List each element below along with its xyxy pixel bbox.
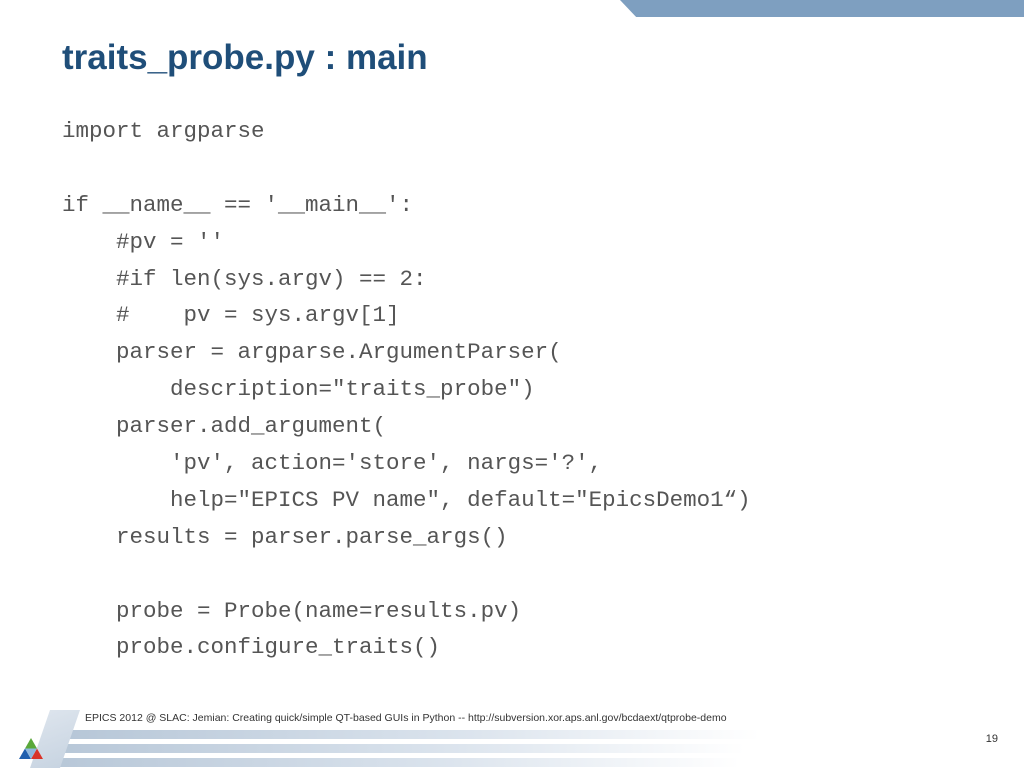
code-line: help="EPICS PV name", default="EpicsDemo… <box>62 486 751 513</box>
argonne-triangle-logo-icon <box>19 738 43 759</box>
logo-blue-segment <box>19 748 31 759</box>
code-line: description="traits_probe") <box>62 376 535 403</box>
code-line: 'pv', action='store', nargs='?', <box>62 450 603 477</box>
code-line <box>62 556 751 593</box>
logo-green-segment <box>25 738 37 749</box>
code-line <box>62 150 751 187</box>
logo-red-segment <box>31 748 43 759</box>
logo-center-segment <box>25 748 37 759</box>
footer-stripe <box>45 744 745 753</box>
footer-citation: EPICS 2012 @ SLAC: Jemian: Creating quic… <box>85 712 727 724</box>
code-line: #pv = '' <box>62 228 225 255</box>
code-line: probe = Probe(name=results.pv) <box>62 597 522 624</box>
slide-title: traits_probe.py : main <box>62 38 428 77</box>
code-line: import argparse <box>62 118 265 144</box>
code-block: import argparse if __name__ == '__main__… <box>62 113 751 666</box>
code-line: # pv = sys.argv[1] <box>62 302 400 329</box>
top-accent-band <box>620 0 1024 17</box>
code-line: parser.add_argument( <box>62 413 387 440</box>
code-line: parser = argparse.ArgumentParser( <box>62 339 562 366</box>
footer-stripes <box>0 706 1024 768</box>
code-line: if __name__ == '__main__': <box>62 191 414 218</box>
footer-stripe <box>40 758 740 767</box>
code-line: #if len(sys.argv) == 2: <box>62 265 427 292</box>
code-line: results = parser.parse_args() <box>62 523 508 550</box>
page-number: 19 <box>985 733 998 745</box>
code-line: probe.configure_traits() <box>62 634 441 661</box>
footer-stripe <box>60 730 760 739</box>
